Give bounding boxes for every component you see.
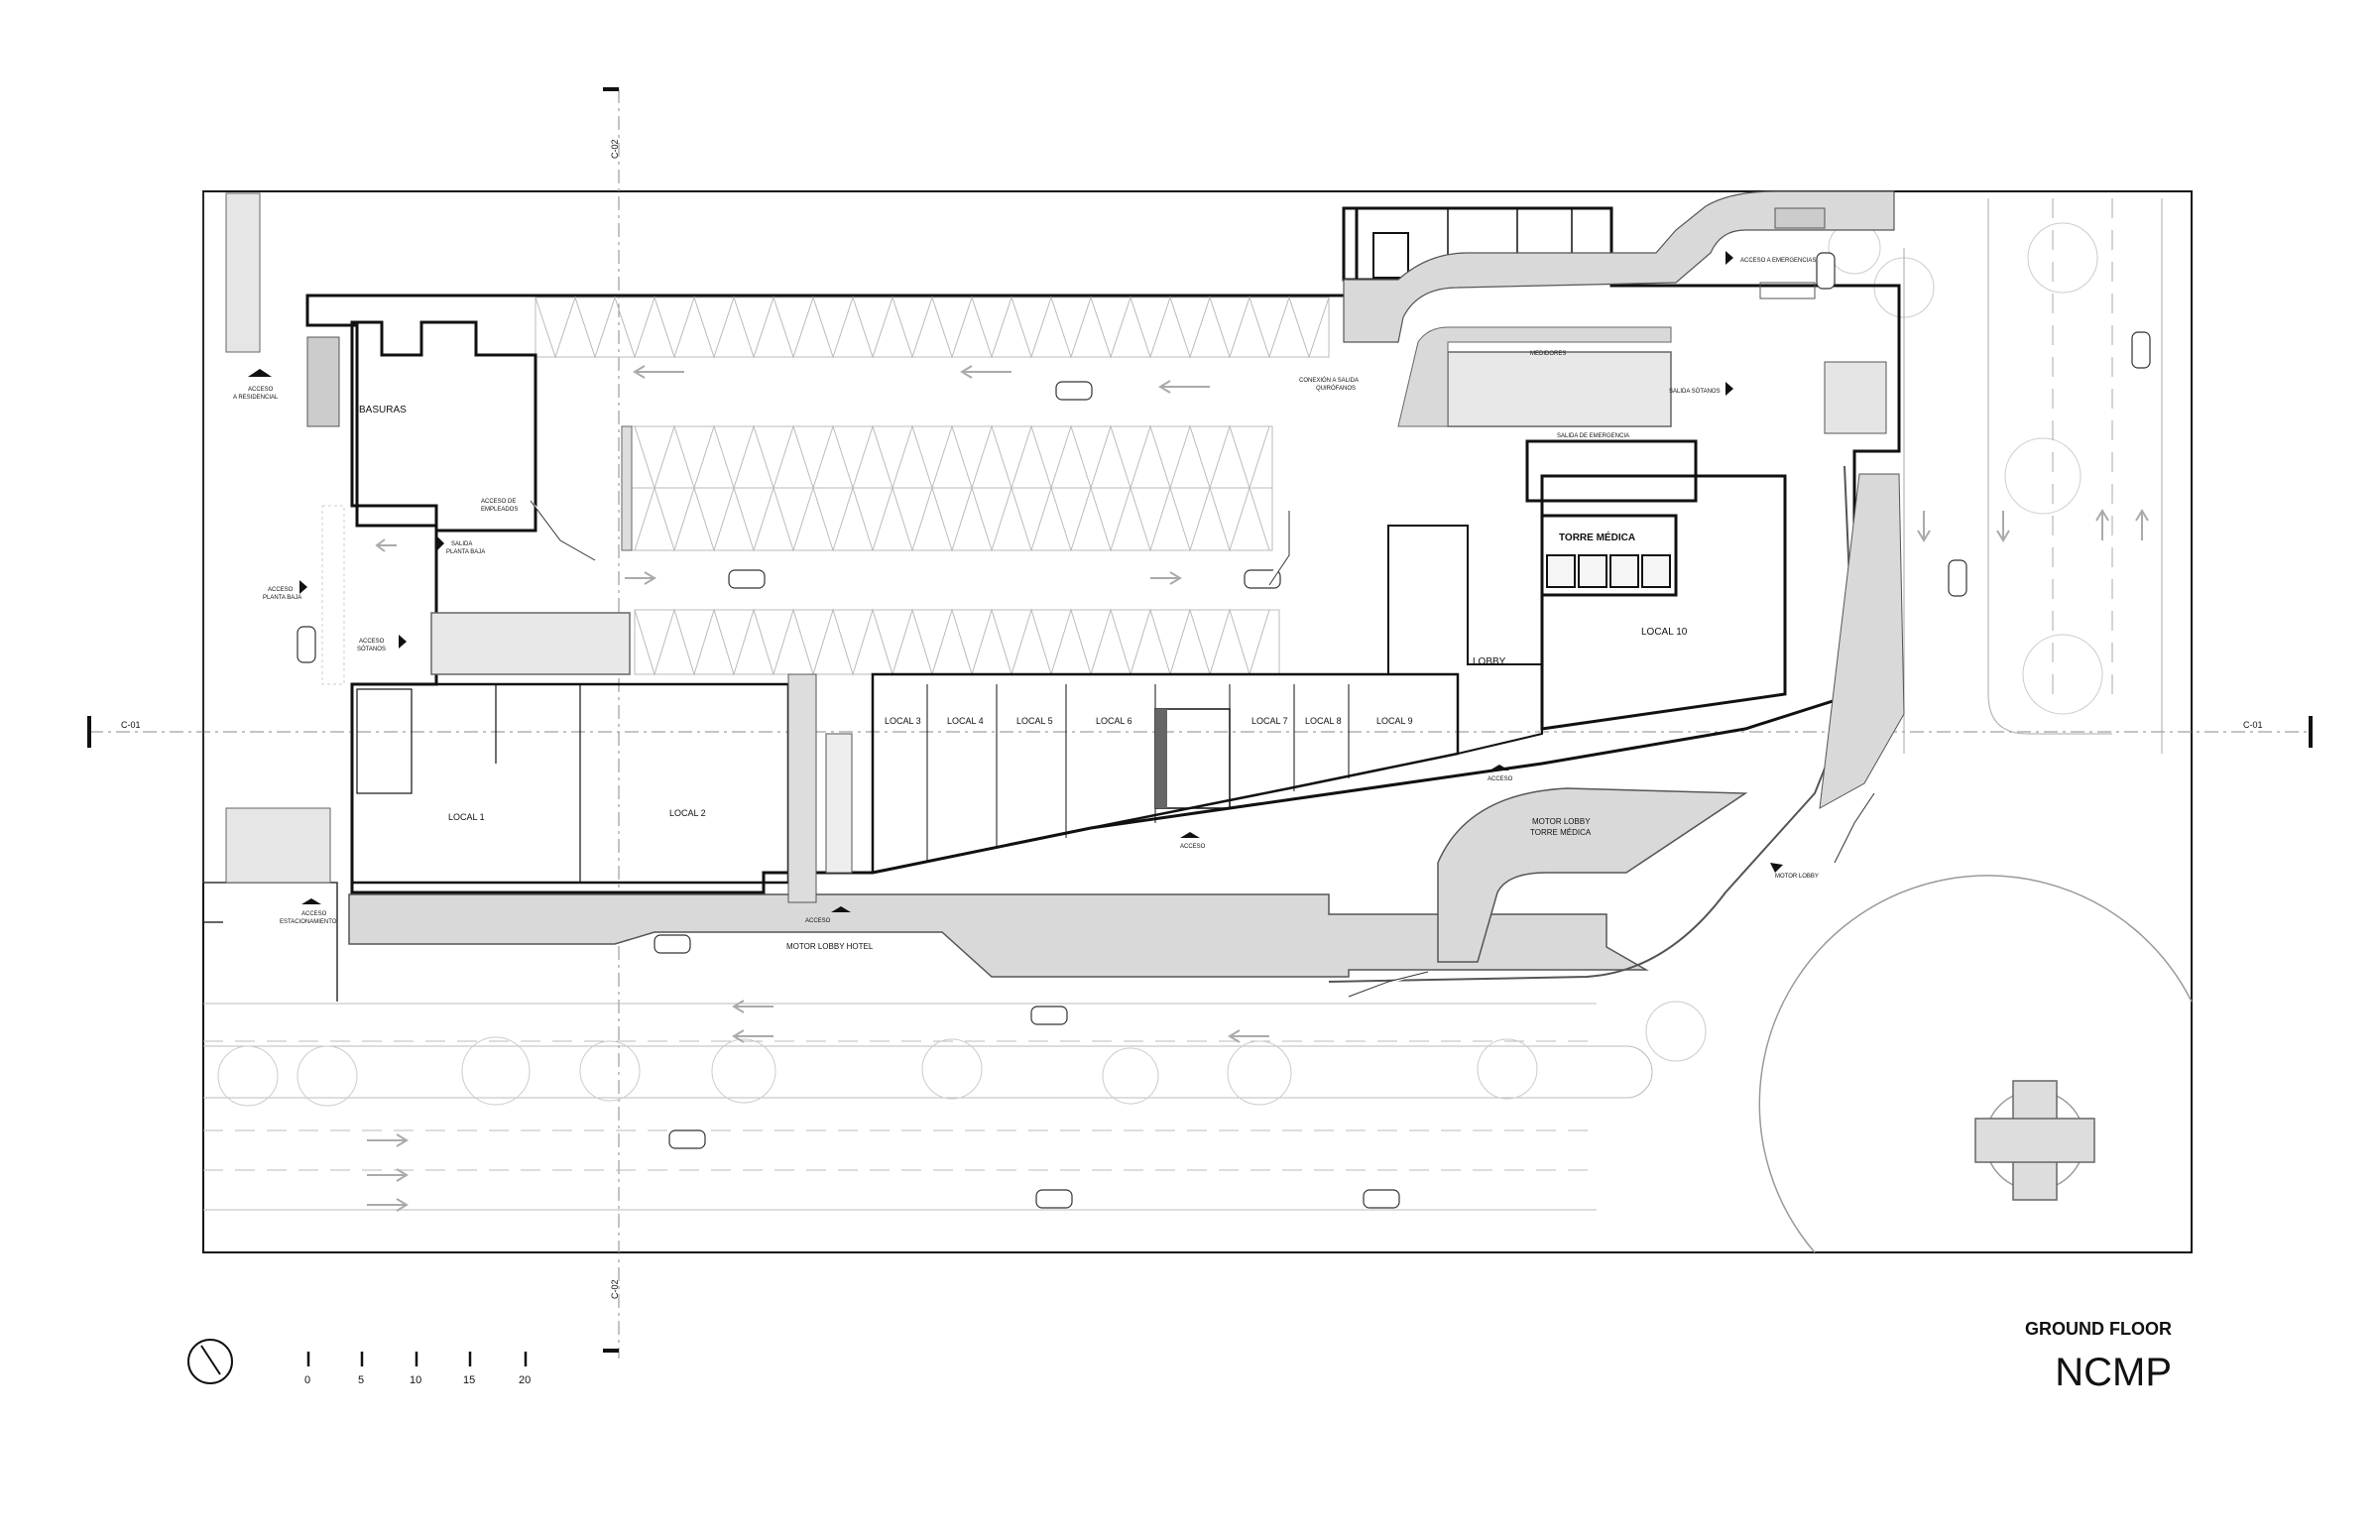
label-salida-pb-1: SALIDA xyxy=(451,541,472,547)
stair-ramp-topleft xyxy=(225,192,261,353)
label-acceso-emergencias: ACCESO A EMERGENCIAS xyxy=(1740,258,1816,264)
label-acceso-b: ACCESO xyxy=(1180,844,1206,850)
parking-stalls-top xyxy=(535,296,1330,359)
scale-tick-20: 20 xyxy=(519,1374,531,1386)
label-acceso-estac-1: ACCESO xyxy=(301,911,327,917)
stair-core-center-shade xyxy=(1155,709,1167,808)
scale-tick-15: 15 xyxy=(463,1374,475,1386)
east-sidewalk xyxy=(1819,473,1905,809)
emergency-stair xyxy=(1525,439,1698,503)
avenue xyxy=(203,1003,1653,1211)
label-motor-lobby: MOTOR LOBBY xyxy=(1775,874,1819,880)
lobby-block xyxy=(1387,525,1543,756)
label-acceso-pb-1: ACCESO xyxy=(268,587,294,593)
traffic-arrows xyxy=(367,365,2149,1212)
room-label-salida-emergencia: SALIDA DE EMERGENCIA xyxy=(1557,433,1629,439)
room-label-local-1: LOCAL 1 xyxy=(448,812,485,822)
room-label-medidores: MEDIDORES xyxy=(1530,351,1566,357)
locales-dividers xyxy=(926,684,1350,863)
room-label-basuras: BASURAS xyxy=(359,405,407,415)
room-label-local-2: LOCAL 2 xyxy=(669,808,706,818)
ramp-conexion xyxy=(1397,326,1672,427)
label-salida-pb-2: PLANTA BAJA xyxy=(446,549,485,555)
access-markers xyxy=(248,251,1783,912)
label-acceso-sotanos-2: SÓTANOS xyxy=(357,646,386,652)
grate xyxy=(1774,207,1826,229)
project-name: NCMP xyxy=(2055,1351,2172,1394)
room-label-local-9: LOCAL 9 xyxy=(1376,716,1413,726)
room-label-local-3: LOCAL 3 xyxy=(885,716,921,726)
room-label-local-5: LOCAL 5 xyxy=(1016,716,1053,726)
drawing-title: GROUND FLOOR xyxy=(2025,1319,2172,1339)
basuras-block xyxy=(350,320,537,533)
parking-stalls-bottom xyxy=(634,608,1280,676)
motor-lobby-torre-area xyxy=(1437,787,1748,963)
escalator xyxy=(825,733,853,874)
ramp-sotanos xyxy=(430,612,631,675)
room-label-lobby: LOBBY xyxy=(1473,656,1506,667)
side-road xyxy=(1903,198,2163,754)
scale-bar xyxy=(306,1352,528,1366)
label-conexion-2: QUIRÓFANOS xyxy=(1316,385,1356,392)
scale-tick-0: 0 xyxy=(304,1374,310,1386)
section-label-c01-left: C-01 xyxy=(121,720,141,730)
section-markers xyxy=(87,87,2313,1353)
label-acceso-estac-2: ESTACIONAMIENTO xyxy=(280,919,337,925)
scale-tick-5: 5 xyxy=(358,1374,364,1386)
label-conexion-1: CONEXIÓN A SALIDA xyxy=(1299,377,1359,384)
emergency-drive xyxy=(1343,190,1895,343)
room-label-local-8: LOCAL 8 xyxy=(1305,716,1342,726)
retail-core xyxy=(787,673,817,903)
label-acceso-empleados-2: EMPLEADOS xyxy=(481,507,518,513)
label-acceso-a: ACCESO xyxy=(1488,776,1513,782)
elevator-core xyxy=(1540,514,1678,597)
cars xyxy=(297,252,2151,1209)
label-acceso-pb-2: PLANTA BAJA xyxy=(263,595,301,601)
torre-medica-block xyxy=(1540,474,1787,731)
label-acceso-residencial-2: A RESIDENCIAL xyxy=(233,395,279,401)
car-queues xyxy=(530,500,1875,998)
elevator-cars xyxy=(1546,554,1671,588)
label-motor-lobby-hotel: MOTOR LOBBY HOTEL xyxy=(786,942,874,951)
crosswalk-left xyxy=(321,505,345,685)
annotation-labels: ACCESO A RESIDENCIAL ACCESO DE EMPLEADOS… xyxy=(233,258,1819,951)
room-label-local-4: LOCAL 4 xyxy=(947,716,984,726)
room-labels: BASURAS LOCAL 1 LOCAL 2 LOCAL 3 LOCAL 4 … xyxy=(359,351,1688,822)
label-acceso-sotanos-1: ACCESO xyxy=(359,639,385,645)
label-acceso-empleados-1: ACCESO DE xyxy=(481,499,516,505)
retail-block xyxy=(350,682,790,885)
scale-tick-10: 10 xyxy=(410,1374,421,1386)
section-axes xyxy=(89,89,2311,1359)
ambulance-bay xyxy=(1759,282,1816,299)
label-salida-sotanos: SALIDA SÓTANOS xyxy=(1669,388,1721,395)
north-arrow-icon xyxy=(187,1339,233,1384)
section-label-c02-bottom: C-02 xyxy=(610,1279,620,1299)
label-motor-lobby-torre-1: MOTOR LOBBY xyxy=(1532,817,1591,826)
parking-island xyxy=(627,424,1273,552)
label-acceso-c: ACCESO xyxy=(805,918,831,924)
room-label-local-6: LOCAL 6 xyxy=(1096,716,1132,726)
room-label-torre-medica: TORRE MÉDICA xyxy=(1559,531,1635,543)
section-label-c02-top: C-02 xyxy=(610,139,620,159)
ramp-bottomleft xyxy=(225,807,331,884)
roundabout xyxy=(1758,875,2193,1253)
trash-truck xyxy=(306,336,340,427)
salida-sotanos-ramp xyxy=(1824,361,1887,434)
ramp-mediadores xyxy=(1447,351,1672,427)
front-sidewalk xyxy=(348,893,1649,978)
room-label-local-10: LOCAL 10 xyxy=(1641,627,1688,638)
label-acceso-residencial-1: ACCESO xyxy=(248,387,274,393)
curve-road-edge xyxy=(1328,465,1856,983)
room-label-local-7: LOCAL 7 xyxy=(1251,716,1288,726)
section-label-c01-right: C-01 xyxy=(2243,720,2263,730)
island-divider xyxy=(621,425,633,551)
label-motor-lobby-torre-2: TORRE MÉDICA xyxy=(1530,828,1592,837)
